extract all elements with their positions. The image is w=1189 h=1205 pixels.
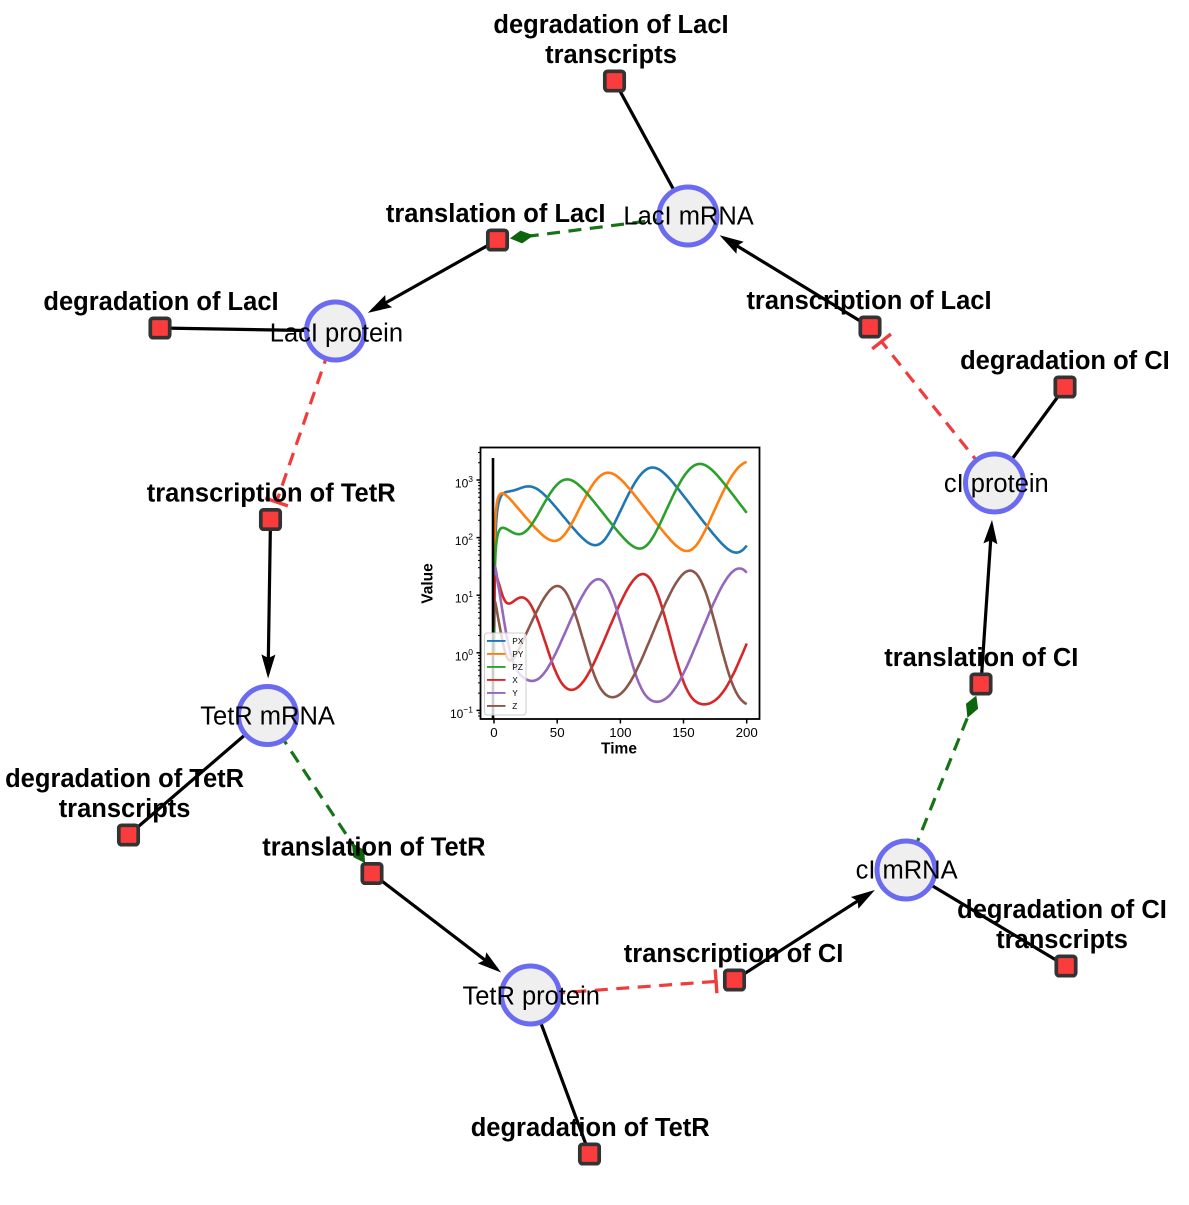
svg-text:200: 200 bbox=[736, 725, 758, 740]
svg-text:degradation of TetR: degradation of TetR bbox=[5, 765, 244, 793]
svg-text:translation of CI: translation of CI bbox=[884, 644, 1078, 672]
svg-text:0: 0 bbox=[490, 725, 497, 740]
svg-text:LacI mRNA: LacI mRNA bbox=[623, 202, 753, 230]
svg-text:150: 150 bbox=[672, 725, 694, 740]
svg-text:translation of TetR: translation of TetR bbox=[262, 834, 485, 862]
svg-text:100: 100 bbox=[609, 725, 631, 740]
svg-text:Z: Z bbox=[512, 701, 517, 711]
svg-text:PX: PX bbox=[512, 636, 524, 646]
svg-text:transcripts: transcripts bbox=[59, 795, 191, 823]
svg-text:degradation of CI: degradation of CI bbox=[957, 896, 1167, 924]
svg-text:PY: PY bbox=[512, 649, 524, 659]
svg-text:cI protein: cI protein bbox=[944, 470, 1049, 498]
svg-text:degradation of LacI: degradation of LacI bbox=[43, 288, 278, 316]
svg-text:X: X bbox=[512, 675, 518, 685]
svg-text:transcription of LacI: transcription of LacI bbox=[746, 287, 991, 315]
svg-text:PZ: PZ bbox=[512, 662, 523, 672]
svg-text:50: 50 bbox=[550, 725, 565, 740]
svg-text:Y: Y bbox=[512, 688, 518, 698]
svg-text:degradation of LacI: degradation of LacI bbox=[493, 11, 728, 39]
svg-text:transcripts: transcripts bbox=[996, 926, 1128, 954]
svg-text:cI mRNA: cI mRNA bbox=[856, 856, 958, 884]
svg-text:translation of LacI: translation of LacI bbox=[386, 200, 606, 228]
svg-text:degradation of TetR: degradation of TetR bbox=[471, 1114, 710, 1142]
svg-text:TetR protein: TetR protein bbox=[462, 982, 600, 1010]
svg-text:Value: Value bbox=[420, 563, 437, 604]
svg-text:transcription of CI: transcription of CI bbox=[624, 940, 844, 968]
svg-text:Time: Time bbox=[601, 741, 637, 758]
svg-text:transcripts: transcripts bbox=[545, 41, 677, 69]
svg-text:transcription of TetR: transcription of TetR bbox=[147, 480, 396, 508]
svg-text:LacI protein: LacI protein bbox=[270, 319, 403, 347]
svg-text:TetR mRNA: TetR mRNA bbox=[200, 702, 335, 730]
svg-text:degradation of CI: degradation of CI bbox=[960, 347, 1170, 375]
